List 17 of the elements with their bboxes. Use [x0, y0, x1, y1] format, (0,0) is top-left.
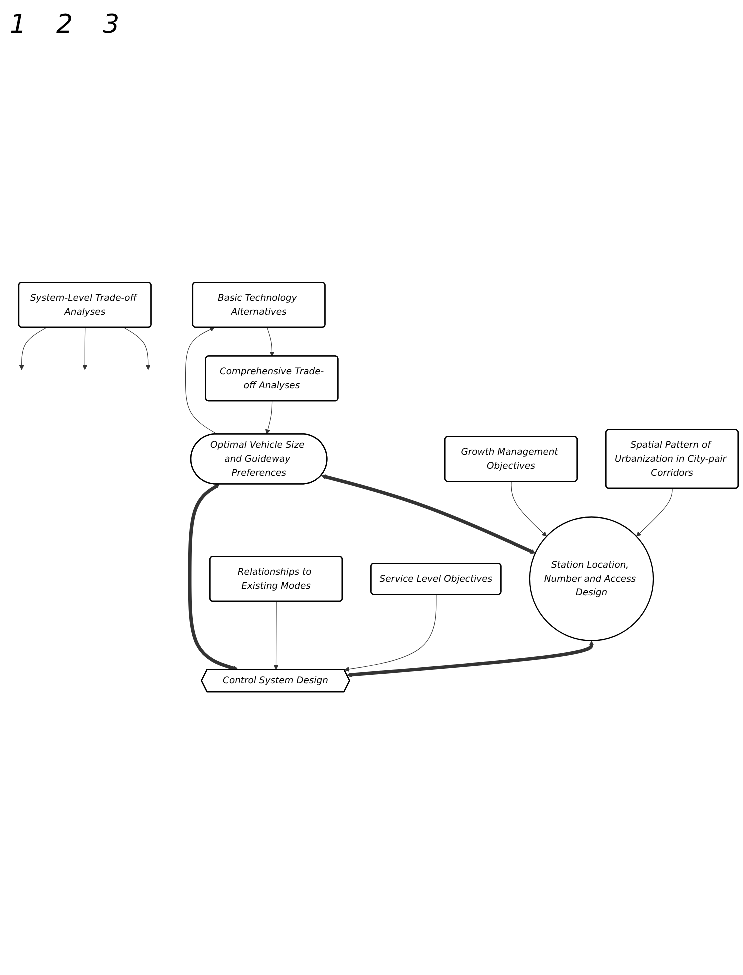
arrow [124, 328, 151, 370]
node-circle: Station Location, Number and Access Design [529, 516, 654, 642]
arrow [274, 602, 279, 670]
arrow [266, 401, 273, 435]
arrow [266, 328, 275, 357]
arrow [511, 482, 548, 537]
arrow [636, 488, 673, 537]
callout-number: 3 [103, 10, 120, 40]
arrow [185, 328, 218, 435]
callout-number: 1 [10, 10, 27, 40]
arrow [346, 641, 594, 678]
arrow [82, 328, 88, 370]
arrow [321, 474, 536, 554]
arrow [344, 594, 437, 672]
callout-number: 2 [56, 10, 74, 40]
arrow [188, 484, 239, 672]
arrow [19, 328, 48, 370]
